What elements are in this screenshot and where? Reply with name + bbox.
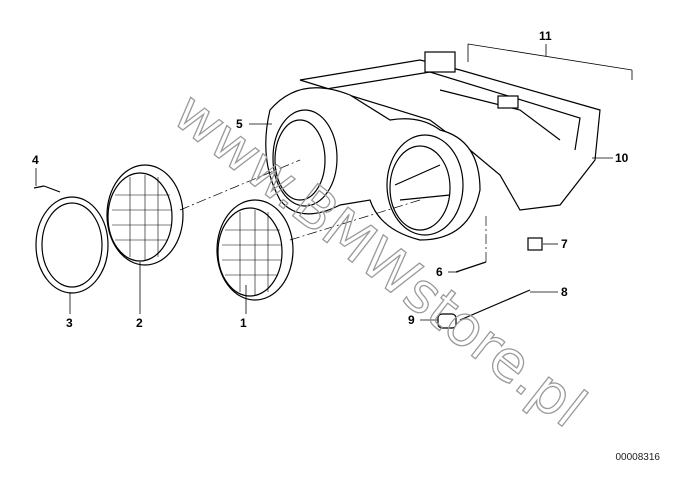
callout-7: 7	[561, 237, 568, 251]
trim-ring-3	[35, 196, 109, 294]
diagram-reference-number: 00008316	[615, 452, 661, 463]
clip-7	[527, 237, 543, 251]
leader-lines	[35, 43, 633, 321]
callout-3: 3	[66, 316, 73, 330]
screw-4	[33, 185, 61, 193]
callout-9: 9	[408, 313, 415, 327]
callout-5: 5	[236, 117, 243, 131]
callout-10: 10	[615, 151, 629, 165]
callout-2: 2	[136, 316, 143, 330]
headlight-1	[216, 199, 294, 301]
adjusting-screw-8	[459, 289, 531, 321]
headlight-2	[106, 164, 184, 266]
screw-6	[455, 261, 487, 273]
callout-numbers: 1 2 3 4 5 6 7 8 9 10 11	[32, 29, 629, 330]
nut-9	[437, 313, 457, 329]
callout-4: 4	[32, 153, 39, 167]
callout-1: 1	[240, 316, 247, 330]
callout-11: 11	[539, 29, 552, 43]
callout-6: 6	[436, 265, 443, 279]
headlight-housing	[265, 87, 481, 241]
callout-8: 8	[561, 285, 568, 299]
